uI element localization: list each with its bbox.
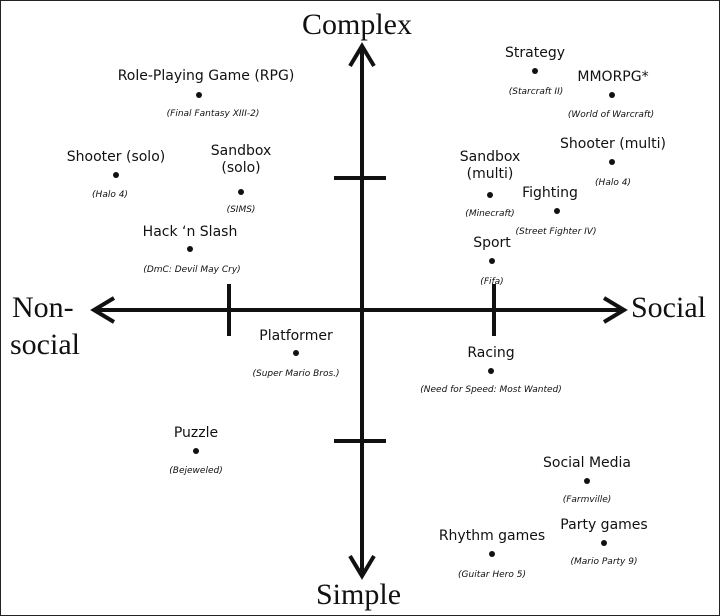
genre-dot bbox=[238, 189, 244, 195]
axis-label-simple: Simple bbox=[316, 578, 402, 611]
genre-label: Platformer bbox=[259, 328, 333, 344]
genre-dot bbox=[554, 208, 560, 214]
axis-label-nonsocial-1: Non- bbox=[12, 291, 74, 324]
genre-dot bbox=[193, 448, 199, 454]
arrow-down bbox=[348, 554, 376, 580]
genre-label: Shooter (multi) bbox=[560, 136, 666, 152]
genre-label: Fighting bbox=[522, 185, 578, 201]
genre-dot bbox=[487, 192, 493, 198]
genre-dot bbox=[293, 350, 299, 356]
genre-dot bbox=[601, 540, 607, 546]
genre-label: Sport bbox=[473, 235, 511, 251]
genre-example: (Bejeweled) bbox=[169, 466, 223, 476]
genre-example: (Super Mario Bros.) bbox=[252, 369, 340, 379]
genre-dot bbox=[609, 92, 615, 98]
genre-dot bbox=[489, 551, 495, 557]
genre-example: (Need for Speed: Most Wanted) bbox=[420, 385, 562, 395]
genre-label: Strategy bbox=[505, 45, 565, 61]
genre-example: (Final Fantasy XIII-2) bbox=[166, 109, 260, 119]
arrow-up bbox=[348, 42, 376, 68]
genre-label: Racing bbox=[467, 345, 515, 361]
genre-example: (SIMS) bbox=[226, 205, 256, 215]
genre-label: Rhythm games bbox=[438, 528, 546, 544]
genre-label: Puzzle bbox=[173, 425, 219, 441]
genre-dot bbox=[113, 172, 119, 178]
genre-example: (Halo 4) bbox=[595, 178, 631, 188]
genre-example: (Farmville) bbox=[562, 495, 612, 505]
genre-dot bbox=[532, 68, 538, 74]
axis-label-social: Social bbox=[631, 291, 706, 324]
axis-label-nonsocial-2: social bbox=[10, 328, 80, 361]
genre-label: Sandbox(solo) bbox=[210, 143, 272, 176]
genre-example: (Street Fighter IV) bbox=[515, 227, 597, 237]
genre-example: (Minecraft) bbox=[465, 209, 515, 219]
genre-example: (DmC: Devil May Cry) bbox=[143, 265, 241, 275]
genre-label: Shooter (solo) bbox=[66, 149, 166, 165]
genre-example: (World of Warcraft) bbox=[567, 110, 655, 120]
genre-dot bbox=[489, 258, 495, 264]
genre-dot bbox=[609, 159, 615, 165]
genre-label: MMORPG* bbox=[577, 69, 649, 85]
genre-label: Party games bbox=[560, 517, 648, 533]
genre-dot bbox=[584, 478, 590, 484]
genre-dot bbox=[196, 92, 202, 98]
genre-example: (Mario Party 9) bbox=[570, 557, 638, 567]
genre-label: Social Media bbox=[542, 455, 632, 471]
axis-label-complex: Complex bbox=[302, 8, 412, 41]
genre-dot bbox=[488, 368, 494, 374]
genre-label: Role-Playing Game (RPG) bbox=[117, 68, 295, 84]
genre-label: Sandbox(multi) bbox=[459, 149, 521, 182]
genre-example: (Fifa) bbox=[480, 277, 504, 287]
arrow-right bbox=[602, 296, 628, 324]
genre-example: (Guitar Hero 5) bbox=[458, 570, 526, 580]
arrow-left bbox=[90, 296, 116, 324]
genre-example: (Halo 4) bbox=[92, 190, 128, 200]
genre-example: (Starcraft II) bbox=[508, 87, 564, 97]
genre-label: Hack ‘n Slash bbox=[142, 224, 238, 240]
genre-dot bbox=[187, 246, 193, 252]
